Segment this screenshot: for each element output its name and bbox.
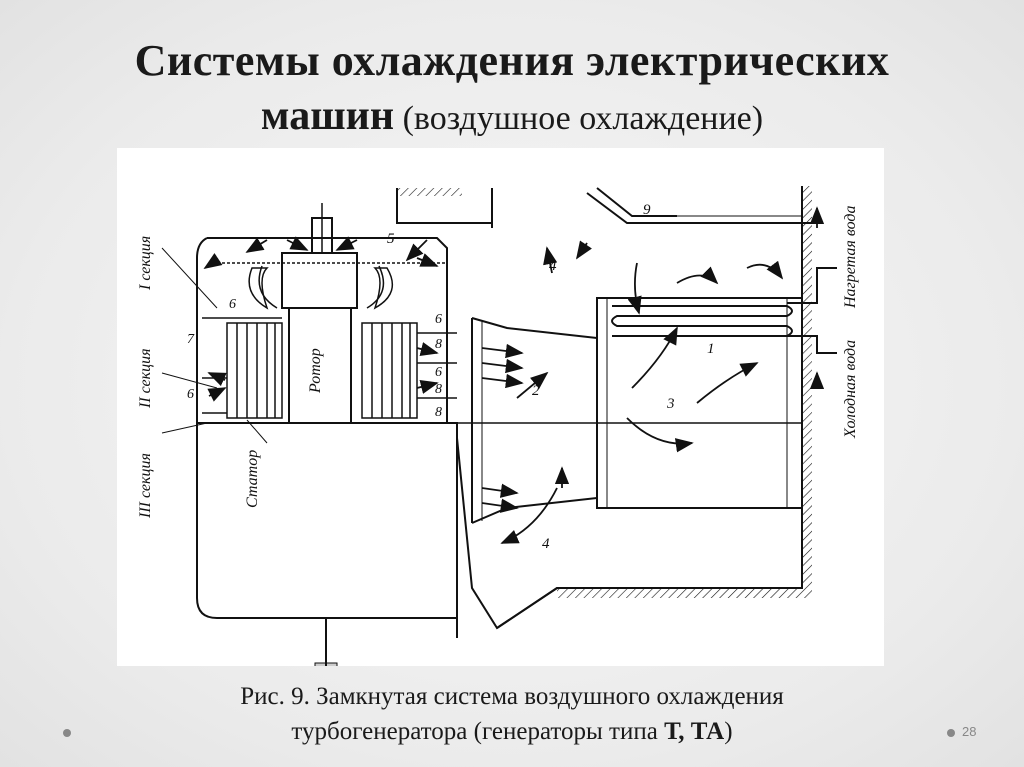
diagram-labels: I секция II секция III секция Ротор Стат… [137,202,859,552]
title-subtitle: (воздушное охлаждение) [394,100,764,137]
label-stator: Статор [244,450,261,508]
figure-caption-line2: турбогенератора (генераторы типа Т, ТА) [0,718,1024,746]
caption-prefix: турбогенератора (генераторы типа [291,718,665,745]
leader-lines [161,247,268,444]
page-number: 28 [962,724,977,739]
flow-arrows [203,206,825,544]
end-windings [217,262,447,310]
label-num-6a: 6 [229,297,236,312]
label-num-7: 7 [187,332,195,347]
label-num-4a: 4 [549,258,557,274]
label-section1: I секция [137,236,154,291]
label-num-6b: 6 [187,387,194,402]
slide-title-line2: машин (воздушное охлаждение) [0,92,1024,140]
caption-suffix: ) [724,718,733,745]
rotor [281,203,358,424]
label-num-2: 2 [532,383,540,399]
label-num-8b: 8 [435,382,442,397]
label-num-8c: 8 [435,405,442,420]
slide-title-line1: Системы охлаждения электрических [134,36,890,85]
label-num-1: 1 [707,341,715,357]
nav-dot-left [63,729,71,737]
nav-dot-right [947,729,955,737]
label-num-4b: 4 [542,536,550,552]
label-num-6d: 6 [435,365,442,380]
water-pipes [586,187,837,354]
foundation-walls [396,186,812,629]
caption-generator-types: Т, ТА [664,718,725,745]
label-num-5: 5 [387,231,395,247]
diagram-figure: I секция II секция III секция Ротор Стат… [117,148,884,666]
label-num-9: 9 [643,202,651,218]
generator-casing [196,237,802,666]
label-num-8a: 8 [435,337,442,352]
label-num-3: 3 [666,396,675,412]
cooler [596,297,803,509]
label-num-6c: 6 [435,312,442,327]
label-rotor: Ротор [307,348,324,394]
section-partitions [202,317,457,414]
label-cold-water: Холодная вода [842,340,859,439]
stator-left [226,322,283,419]
title-bold-word: машин [260,93,395,139]
label-hot-water: Нагретая вода [842,206,859,310]
figure-caption-line1: Рис. 9. Замкнутая система воздушного охл… [240,683,784,710]
label-section3: III секция [137,453,154,519]
label-section2: II секция [137,348,154,409]
stator-right [361,322,418,419]
cooling-diagram-svg: I секция II секция III секция Ротор Стат… [137,186,859,666]
